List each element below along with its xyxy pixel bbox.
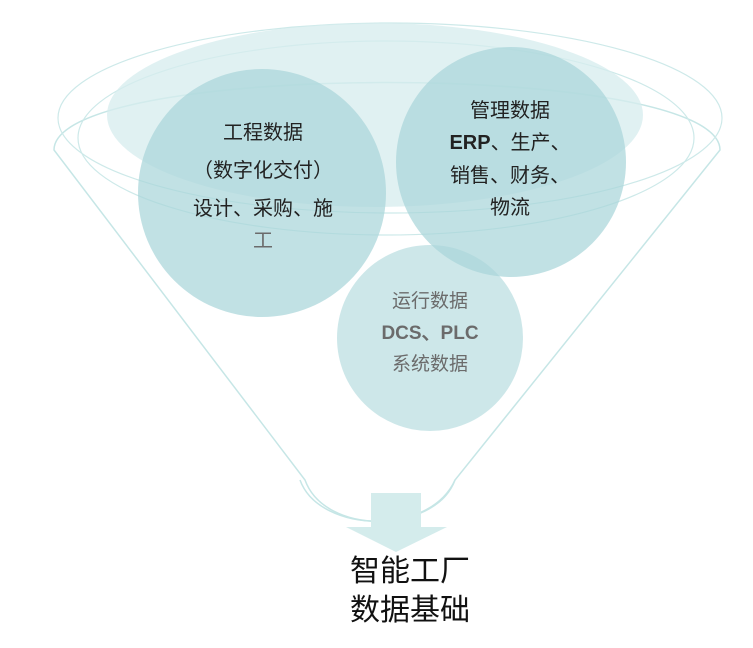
operations-data-label: 运行数据 DCS、PLC 系统数据 (350, 288, 510, 383)
management-detail-line1: ERP、生产、 (425, 128, 595, 158)
management-detail-rest: 、生产、 (490, 130, 571, 154)
engineering-title: 工程数据 (223, 120, 303, 144)
management-title: 管理数据 (470, 98, 550, 122)
down-arrow-icon (346, 493, 447, 552)
operations-circle (337, 245, 523, 431)
result-caption: 智能工厂 数据基础 (300, 552, 520, 630)
operations-detail-line2: 系统数据 (391, 353, 468, 376)
management-data-label: 管理数据 ERP、生产、 销售、财务、 物流 (425, 96, 595, 225)
engineering-circle (138, 69, 386, 317)
operations-detail-line1: DCS、PLC (381, 322, 479, 344)
management-circle (396, 47, 626, 277)
engineering-detail-line1: 设计、采购、施 (193, 196, 333, 220)
result-line2: 数据基础 (350, 593, 470, 628)
management-detail-line3: 物流 (490, 195, 530, 219)
funnel-rim-outer-ring (57, 22, 723, 214)
result-line1: 智能工厂 (350, 554, 470, 589)
engineering-detail-line2: 工 (253, 228, 273, 252)
management-detail-latin: ERP (449, 132, 491, 154)
operations-title: 运行数据 (391, 290, 468, 312)
engineering-subtitle: （数字化交付） (193, 158, 333, 182)
engineering-data-label: 工程数据 （数字化交付） 设计、采购、施 工 (168, 118, 358, 264)
management-detail-line2: 销售、财务、 (450, 163, 570, 187)
